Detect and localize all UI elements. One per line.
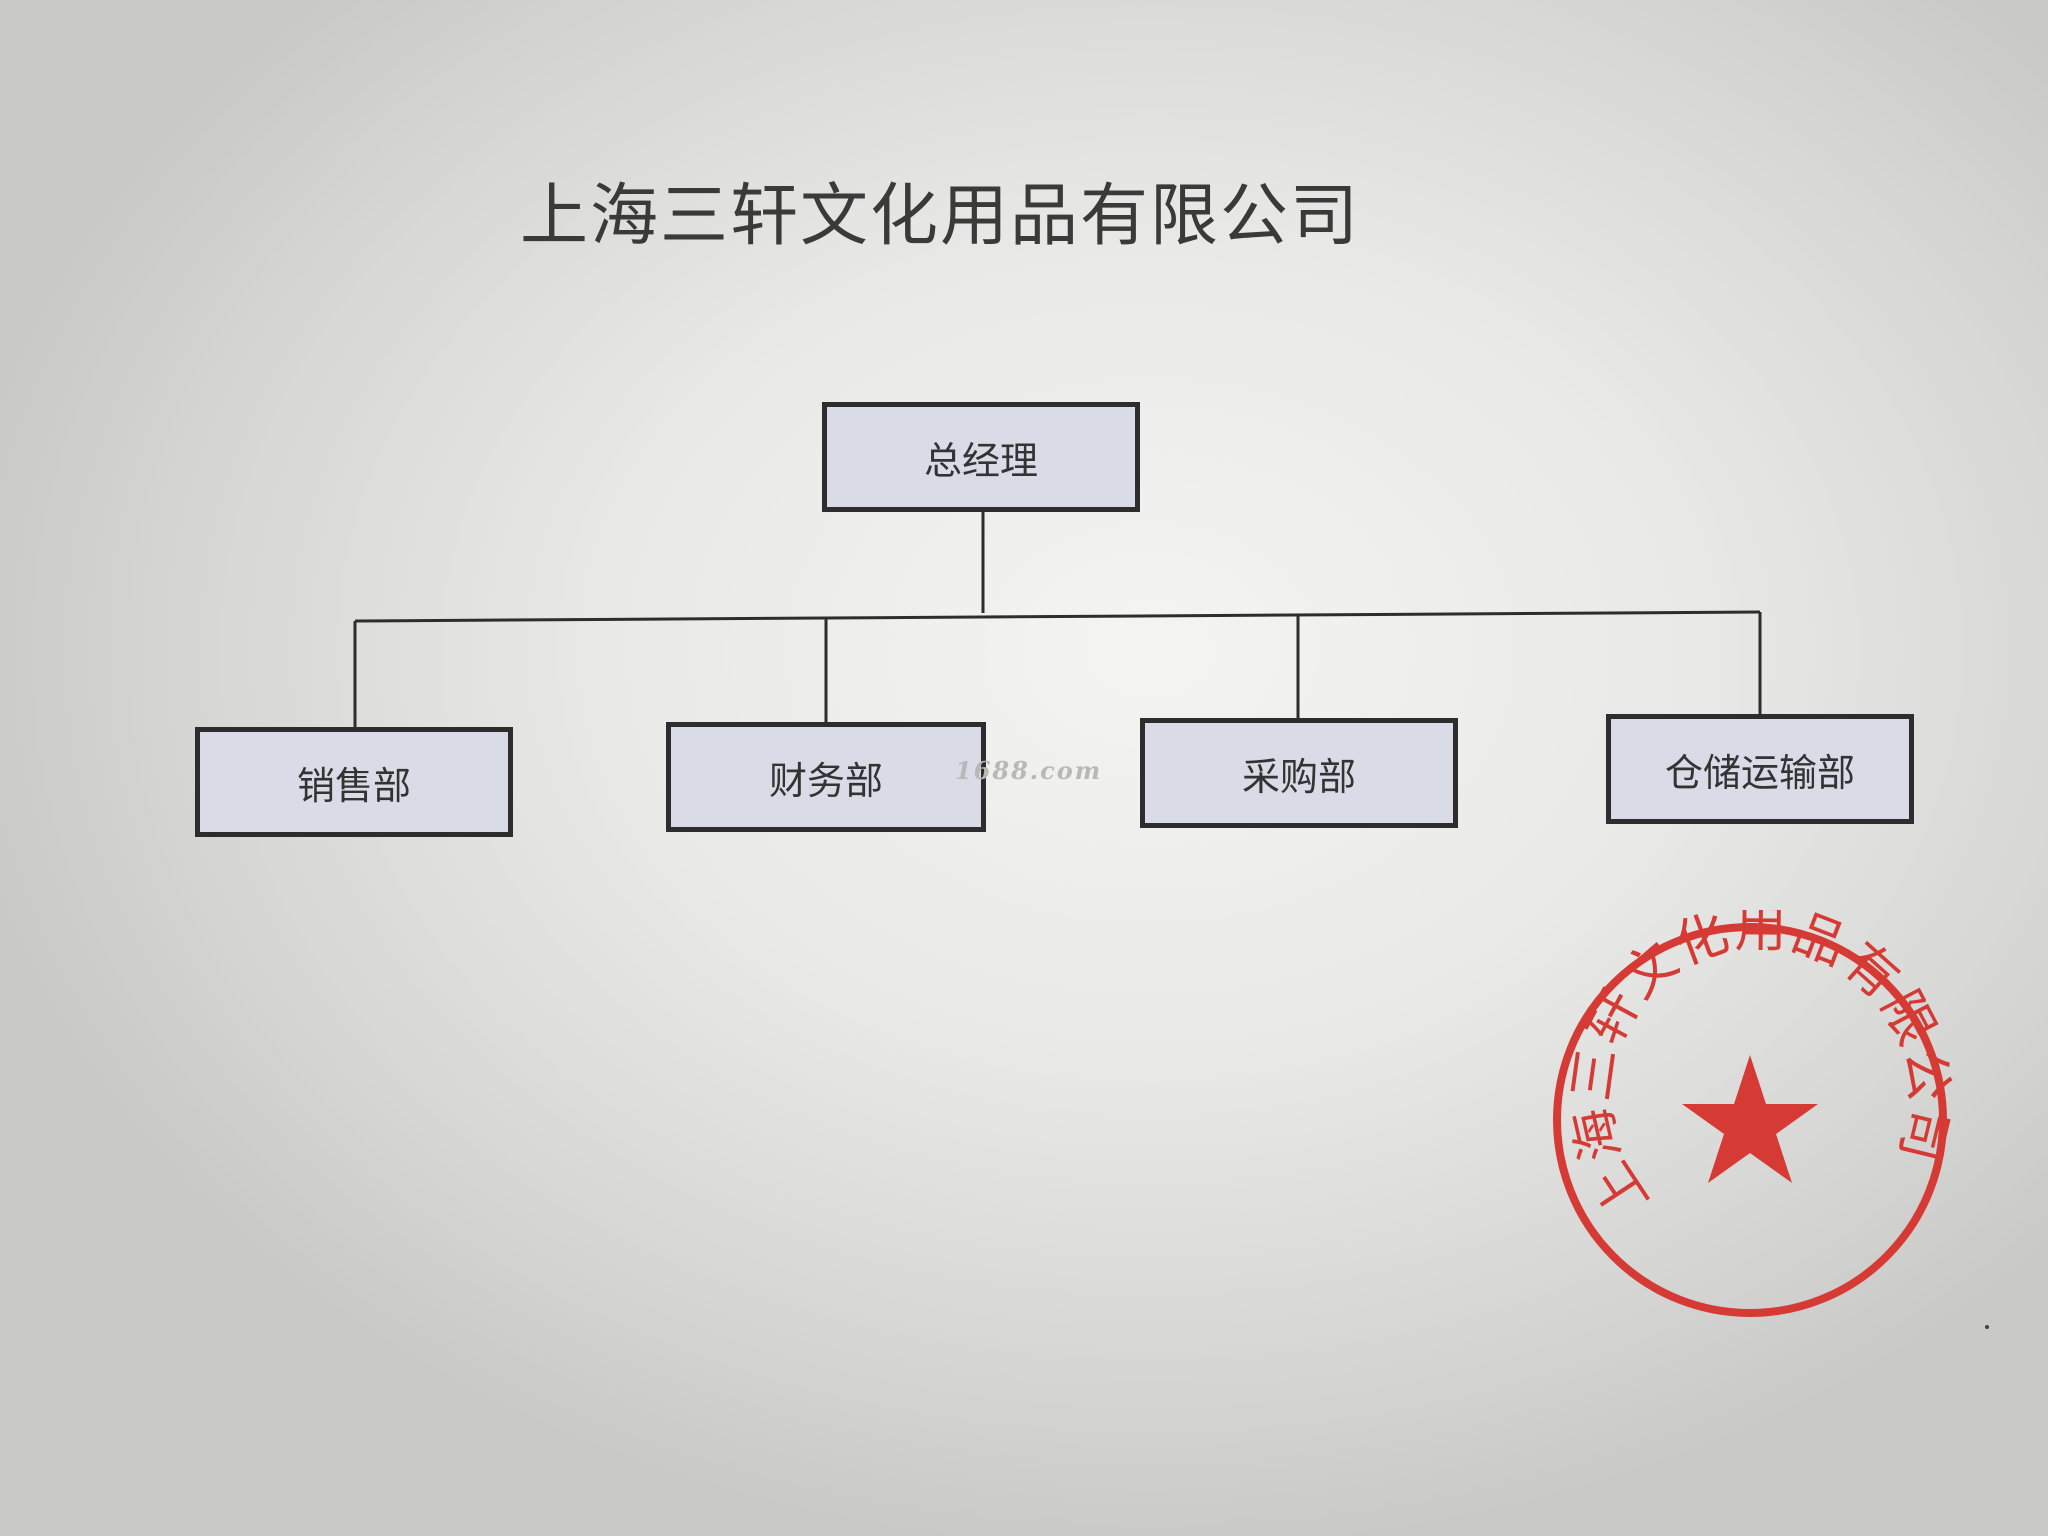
paper-speck	[1985, 1325, 1989, 1329]
document-title: 上海三轩文化用品有限公司	[520, 177, 1361, 256]
org-node-sales-department: 销售部	[195, 727, 513, 837]
connector-horizontal-bar	[354, 610, 1761, 623]
org-node-purchasing-department: 采购部	[1140, 718, 1458, 828]
company-seal: 上海三轩文化用品有限公司	[1553, 910, 1960, 1317]
org-node-general-manager: 总经理	[822, 402, 1140, 512]
site-watermark: 1688.com	[955, 756, 1103, 785]
org-node-logistics-department: 仓储运输部	[1606, 714, 1914, 824]
seal-text: 上海三轩文化用品有限公司	[1562, 910, 1960, 1227]
org-node-finance-department: 财务部	[666, 722, 986, 832]
seal-ring	[1553, 923, 1947, 1317]
star-icon	[1682, 1055, 1818, 1183]
